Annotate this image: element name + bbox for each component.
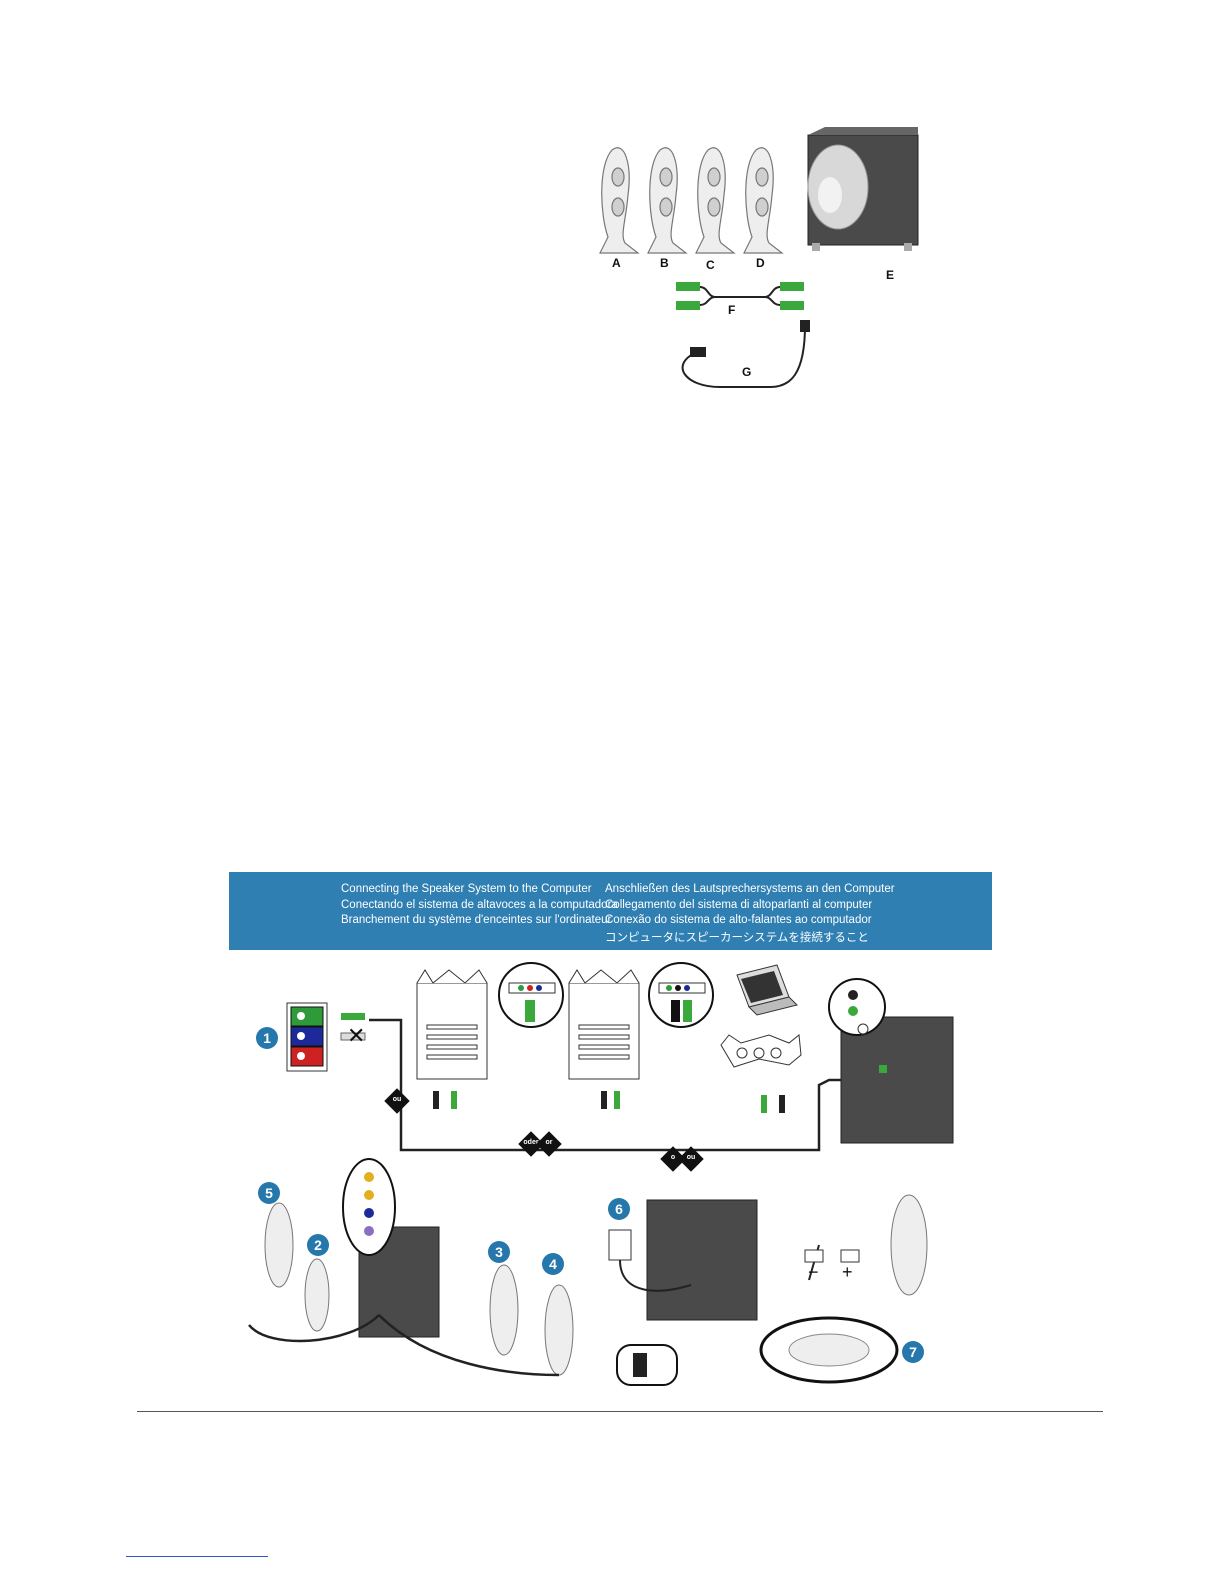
- power-cable-g: [681, 324, 806, 388]
- or-word-ou: ou: [392, 1096, 402, 1103]
- subwoofer-right: [828, 978, 954, 1144]
- part-label-b: B: [660, 256, 669, 270]
- pc-tower-1: [416, 962, 564, 1080]
- subwoofer-e: [807, 127, 919, 251]
- connection-banner: Connecting the Speaker System to the Com…: [229, 872, 992, 950]
- part-label-e: E: [886, 268, 895, 282]
- part-label-g: G: [742, 365, 752, 379]
- pc-tower-2: [568, 962, 714, 1080]
- step-2: 2: [307, 1234, 329, 1256]
- part-label-c: C: [706, 258, 715, 272]
- banner-title-pt: Conexão do sistema de alto-falantes ao c…: [605, 914, 872, 926]
- part-label-a: A: [612, 256, 621, 270]
- step-3: 3: [488, 1241, 510, 1263]
- footer-rule: [137, 1411, 1103, 1412]
- subwoofer-setup: [248, 1158, 574, 1377]
- connection-diagram: ✕: [229, 955, 992, 1395]
- soundcard-jack-panel: [286, 1002, 328, 1072]
- polarity-minus: −: [808, 1262, 819, 1282]
- or-word-or: or: [545, 1139, 553, 1146]
- banner-title-fr: Branchement du système d'enceintes sur l…: [341, 914, 612, 926]
- audio-cable-f: [699, 286, 781, 306]
- or-word-ou2: ou: [686, 1154, 696, 1161]
- step-6: 6: [608, 1198, 630, 1220]
- parts-illustration: [590, 125, 950, 400]
- polarity-plus: +: [842, 1262, 853, 1282]
- part-label-d: D: [756, 256, 765, 270]
- or-word-o: o: [670, 1154, 676, 1161]
- parts-drawing: [599, 127, 919, 388]
- banner-title-ja: コンピュータにスピーカーシステムを接続すること: [605, 932, 869, 944]
- or-word-oder: oder: [523, 1139, 539, 1146]
- step-7: 7: [902, 1341, 924, 1363]
- subwoofer-power: [608, 1199, 758, 1386]
- satellite-speaker-c: [695, 147, 736, 254]
- banner-title-de: Anschließen des Lautsprechersystems an d…: [605, 883, 895, 895]
- step-1: 1: [256, 1027, 278, 1049]
- polarity-detail: [759, 1194, 928, 1384]
- laptop: [720, 964, 802, 1068]
- step-5: 5: [258, 1182, 280, 1204]
- satellite-speaker-b: [647, 147, 688, 254]
- banner-title-en: Connecting the Speaker System to the Com…: [341, 883, 592, 895]
- part-label-f: F: [728, 303, 736, 317]
- footer-link-underline[interactable]: [126, 1556, 268, 1557]
- banner-title-es: Conectando el sistema de altavoces a la …: [341, 899, 618, 911]
- step-4: 4: [542, 1253, 564, 1275]
- svg-text:✕: ✕: [347, 1024, 365, 1049]
- satellite-speaker-a: [599, 147, 640, 254]
- satellite-speaker-d: [743, 147, 784, 254]
- connection-drawing: ✕: [248, 962, 954, 1386]
- banner-title-it: Collegamento del sistema di altoparlanti…: [605, 899, 873, 911]
